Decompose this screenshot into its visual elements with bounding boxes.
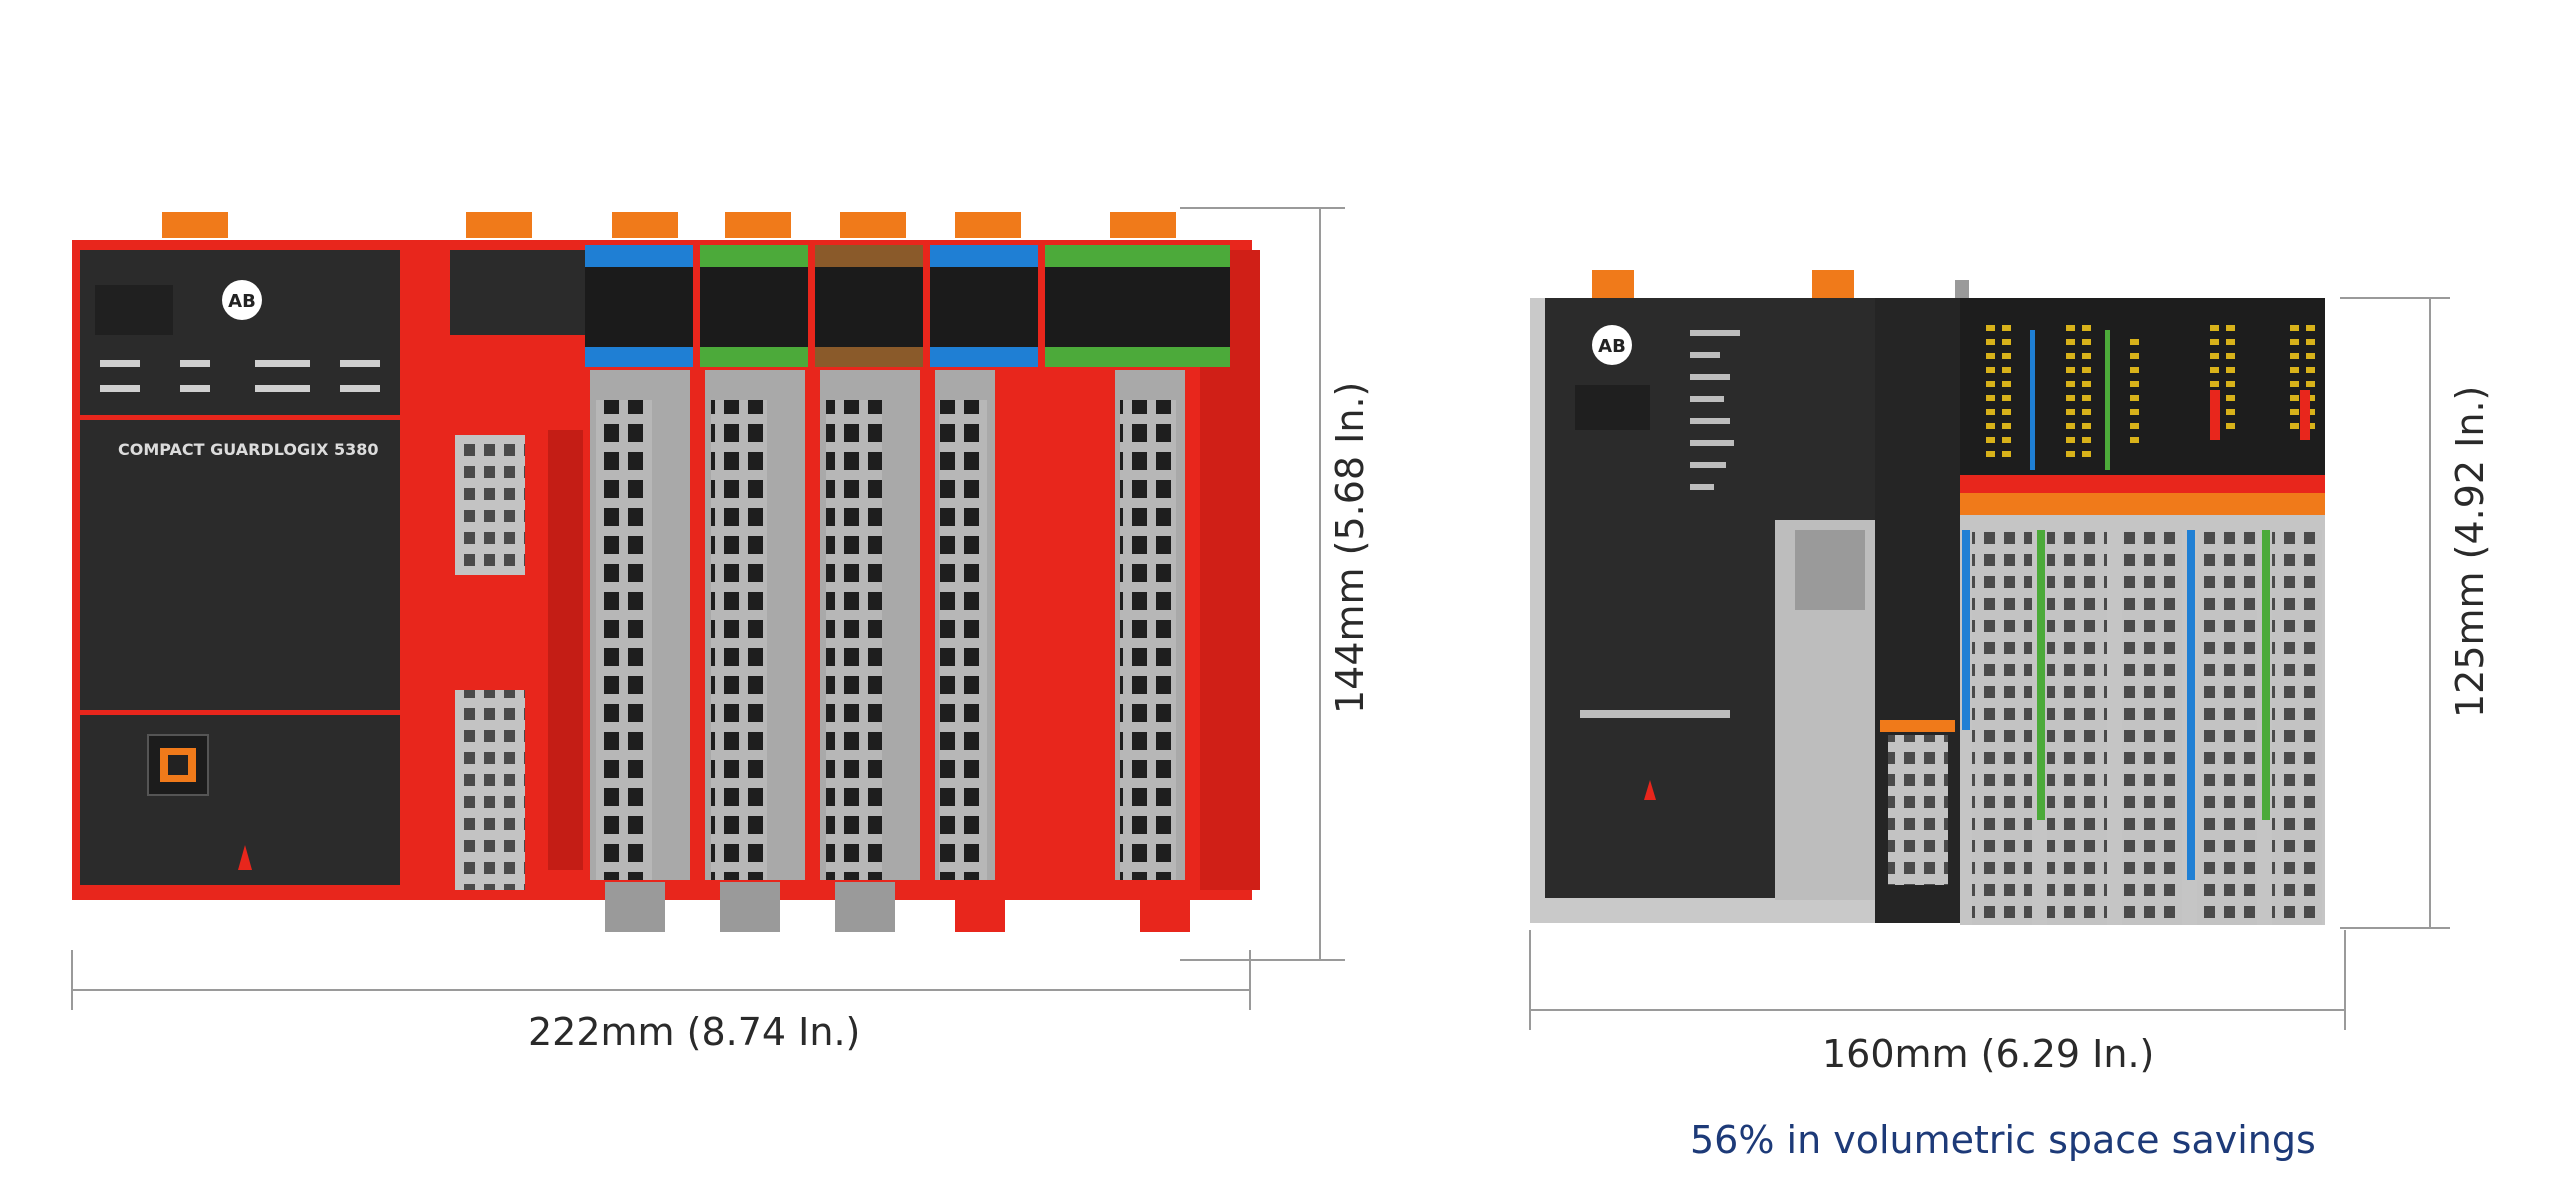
- left-width-dimension: 222mm (8.74 In.): [528, 1010, 861, 1054]
- right-height-dimension: 125mm (4.92 In.): [2448, 385, 2492, 718]
- left-controller: AB COMPACT GUARDLOGIX 5380: [72, 212, 1260, 932]
- right-width-dimension: 160mm (6.29 In.): [1822, 1032, 2155, 1076]
- svg-text:COMPACT GUARDLOGIX 5380: COMPACT GUARDLOGIX 5380: [118, 440, 379, 459]
- svg-text:AB: AB: [1598, 336, 1626, 357]
- svg-text:AB: AB: [228, 291, 256, 312]
- space-savings-caption: 56% in volumetric space savings: [1690, 1118, 2316, 1162]
- right-controller: AB: [1530, 270, 2325, 925]
- right-dimension-lines: [1529, 297, 2450, 1030]
- left-dimension-lines: [71, 207, 1345, 1010]
- left-height-dimension: 144mm (5.68 In.): [1328, 381, 1372, 714]
